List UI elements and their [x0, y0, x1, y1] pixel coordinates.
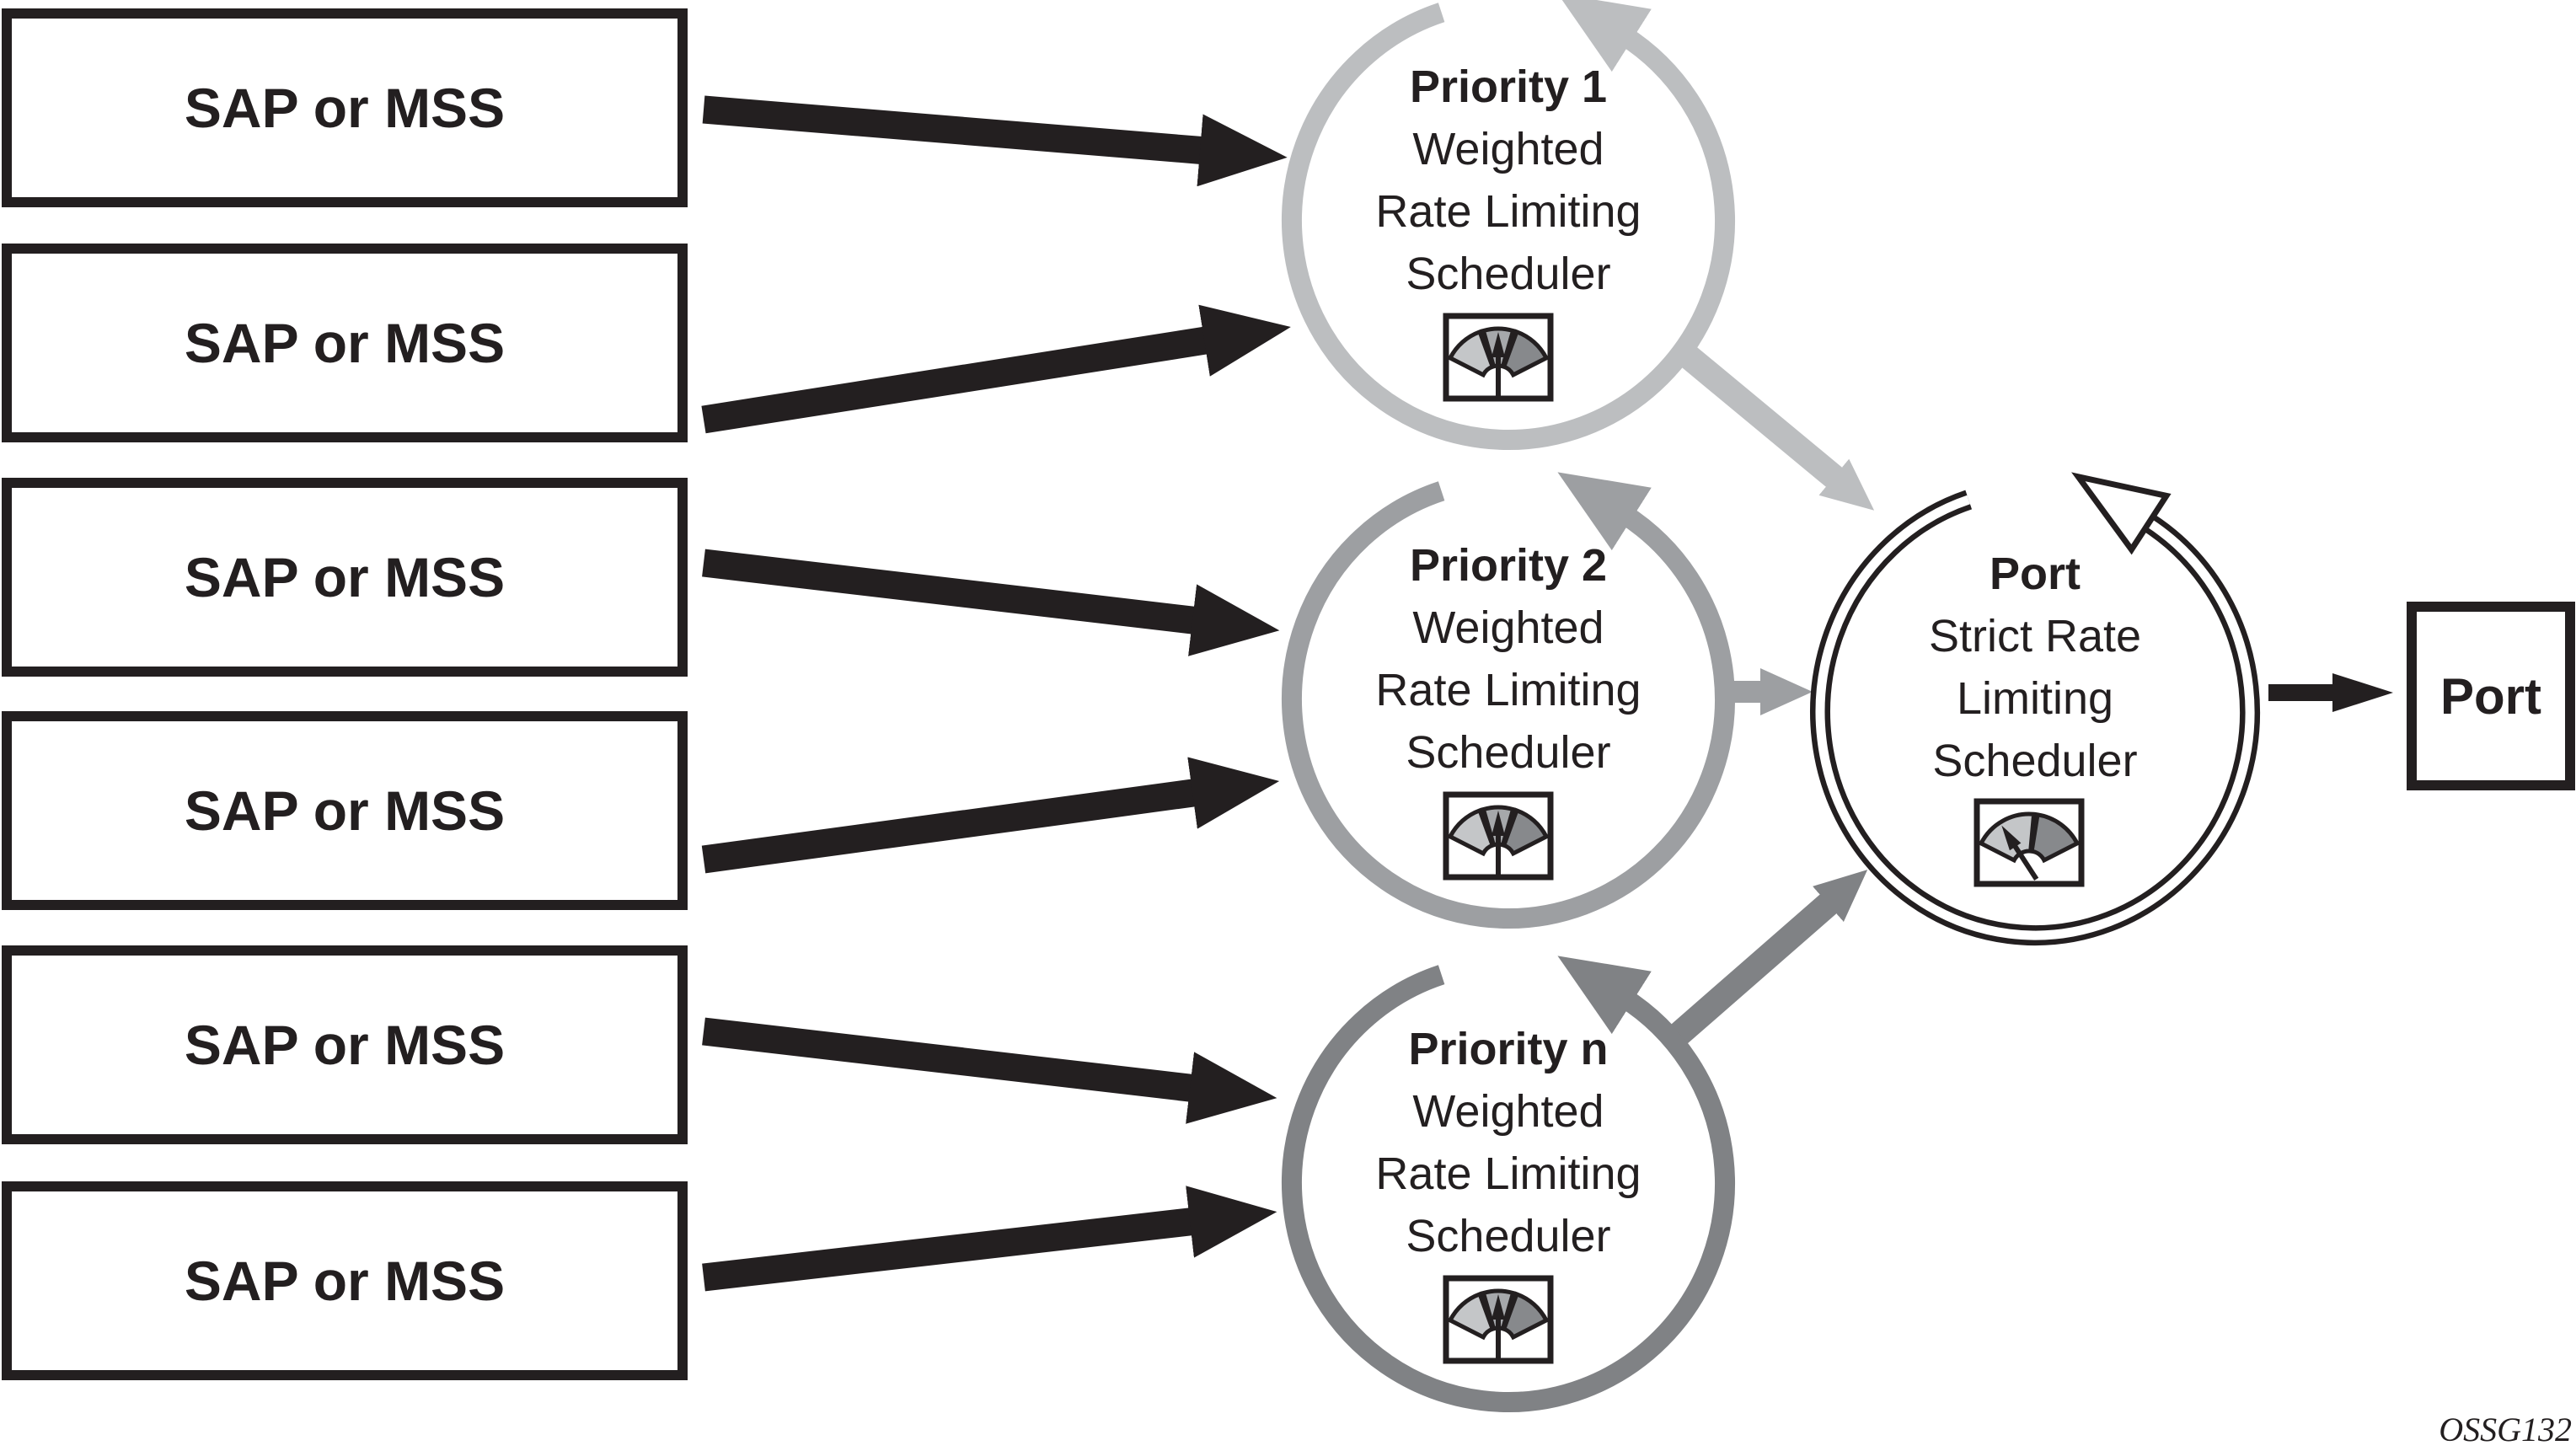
source-box-rect [2, 1181, 688, 1380]
port-scheduler-line: Strict Rate [1929, 611, 2141, 661]
source-box-4: SAP or MSS [2, 711, 688, 910]
meter-gauge-icon [1977, 801, 2081, 884]
port-box: Port [2407, 602, 2575, 790]
source-box-label: SAP or MSS [185, 77, 505, 139]
port-circular-arrow-inner [1815, 495, 2255, 940]
source-box-rect [2, 945, 688, 1144]
port-scheduler-title: Port [1990, 549, 2081, 599]
priority-n-line: Rate Limiting [1375, 1148, 1641, 1199]
port-scheduler: Port Strict Rate Limiting Scheduler [1810, 472, 2261, 945]
source-box-1: SAP or MSS [2, 8, 688, 207]
meter-gauge-icon [1446, 795, 1550, 877]
arrow-source-5-to-priority-n [702, 1017, 1277, 1124]
port-box-rect [2407, 602, 2575, 790]
source-box-rect [2, 8, 688, 207]
arrow-source-1-to-priority-1 [702, 95, 1288, 187]
source-box-label: SAP or MSS [185, 1014, 505, 1076]
priority-2-circular-arrow-icon [1282, 472, 1735, 929]
source-box-rect [2, 711, 688, 910]
source-box-rect [2, 478, 688, 677]
source-box-label: SAP or MSS [185, 1250, 505, 1312]
priority-1-scheduler: Priority 1 Weighted Rate Limiting Schedu… [1282, 0, 1735, 450]
priority-n-line: Weighted [1412, 1086, 1604, 1137]
priority-1-line: Weighted [1412, 124, 1604, 174]
priority-n-scheduler: Priority n Weighted Rate Limiting Schedu… [1282, 956, 1735, 1412]
port-box-label: Port [2440, 668, 2541, 725]
arrow-source-3-to-priority-2 [702, 549, 1280, 656]
arrow-priority-n-to-port-scheduler [1671, 870, 1868, 1044]
meter-gauge-icon [1446, 1278, 1550, 1361]
port-ring-arrowhead-icon [2071, 472, 2172, 555]
priority-2-line: Weighted [1412, 602, 1604, 653]
priority-n-circular-arrow-icon [1282, 956, 1735, 1412]
port-scheduler-line: Scheduler [1932, 736, 2137, 786]
arrow-source-2-to-priority-1 [701, 304, 1291, 434]
source-box-3: SAP or MSS [2, 478, 688, 677]
arrow-priority-1-to-port-scheduler [1677, 344, 1875, 511]
priority-2-line: Rate Limiting [1375, 665, 1641, 715]
source-box-5: SAP or MSS [2, 945, 688, 1144]
priority-1-circular-arrow-icon [1282, 0, 1735, 450]
source-box-label: SAP or MSS [185, 312, 505, 374]
priority-n-line: Scheduler [1406, 1211, 1610, 1261]
priority-n-title: Priority n [1408, 1024, 1608, 1074]
priority-2-scheduler: Priority 2 Weighted Rate Limiting Schedu… [1282, 472, 1735, 929]
meter-gauge-icon [1446, 316, 1550, 399]
priority-2-title: Priority 2 [1410, 540, 1607, 591]
priority-1-title: Priority 1 [1410, 62, 1607, 112]
source-box-6: SAP or MSS [2, 1181, 688, 1380]
arrow-source-4-to-priority-2 [701, 757, 1280, 874]
priority-1-line: Scheduler [1406, 249, 1610, 299]
figure-code: OSSG132 [2439, 1411, 2572, 1448]
source-box-label: SAP or MSS [185, 546, 505, 608]
source-box-label: SAP or MSS [185, 779, 505, 842]
source-box-rect [2, 244, 688, 442]
port-scheduler-line: Limiting [1957, 673, 2113, 724]
priority-2-line: Scheduler [1406, 727, 1610, 778]
arrow-source-6-to-priority-n [702, 1186, 1277, 1292]
source-box-2: SAP or MSS [2, 244, 688, 442]
priority-1-line: Rate Limiting [1375, 186, 1641, 237]
